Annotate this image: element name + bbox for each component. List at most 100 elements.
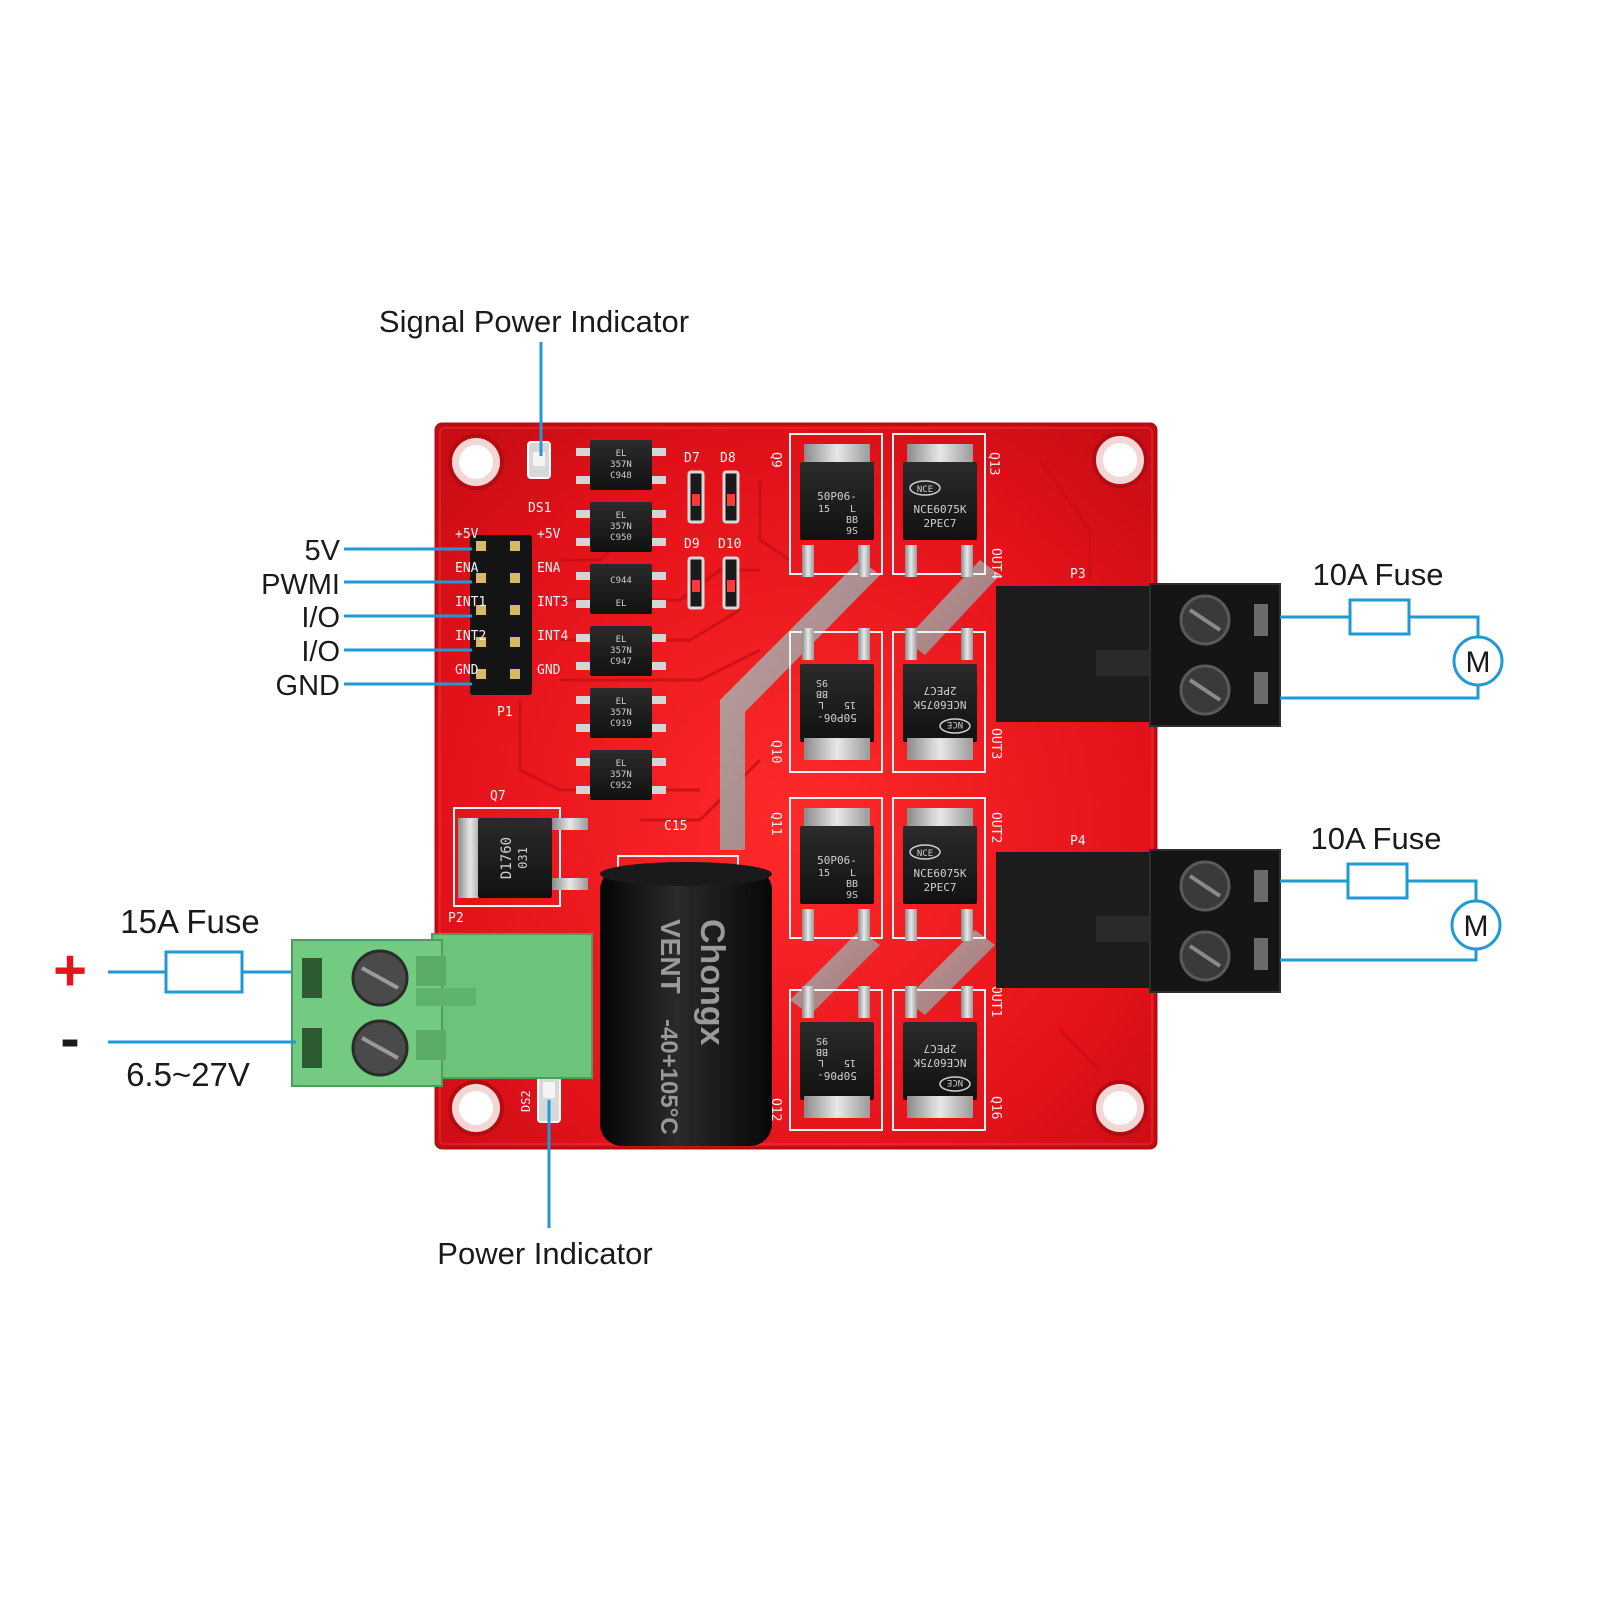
c15-label: C15 bbox=[664, 819, 687, 834]
mosfet-marking: 9S bbox=[816, 1035, 828, 1046]
q11-label: Q11 bbox=[768, 812, 783, 835]
mosfet-marking: 50P06- bbox=[817, 1069, 857, 1082]
out2-label: OUT2 bbox=[988, 812, 1003, 843]
mosfet-q10: 50P06- 15 L BB 9S Q10 bbox=[768, 628, 883, 773]
opto-line: C952 bbox=[610, 781, 632, 791]
ds1-label: DS1 bbox=[528, 501, 551, 516]
motor-wire bbox=[1409, 615, 1480, 637]
d7-label: D7 bbox=[684, 451, 700, 466]
q7-label: Q7 bbox=[490, 789, 506, 804]
fuse-10a-symbol-bottom bbox=[1346, 862, 1409, 900]
opto-line: C950 bbox=[610, 533, 632, 543]
opto-line: EL bbox=[616, 449, 627, 459]
motor-wire bbox=[1280, 948, 1478, 962]
fuse-15a-symbol bbox=[164, 950, 244, 994]
pin-label-5v: 5V bbox=[305, 535, 341, 567]
motor-label: M bbox=[1464, 910, 1489, 943]
opto-line: EL bbox=[616, 635, 627, 645]
voltage-range-label: 6.5~27V bbox=[126, 1056, 250, 1093]
mosfet-marking: L bbox=[850, 868, 856, 879]
p3-label: P3 bbox=[1070, 567, 1086, 582]
optocoupler: EL 357N C952 bbox=[576, 750, 666, 800]
regulator-q7: Q7 D1760 031 P2 bbox=[448, 789, 588, 926]
mosfet-marking: NCE6075K bbox=[914, 867, 967, 880]
mosfet-marking: 2PEC7 bbox=[923, 684, 956, 697]
mosfet-marking: 2PEC7 bbox=[923, 881, 956, 894]
mosfet-marking: NCE6075K bbox=[913, 1056, 966, 1069]
opto-line: EL bbox=[616, 511, 627, 521]
regulator-marking: D1760 bbox=[499, 837, 515, 879]
mounting-hole bbox=[448, 434, 504, 490]
out1-label: OUT1 bbox=[988, 986, 1003, 1017]
optocoupler-column: EL 357N C948 EL 357N C950 C944 EL EL 357… bbox=[576, 440, 666, 800]
p4-label: P4 bbox=[1070, 834, 1086, 849]
optocoupler: EL 357N C919 bbox=[576, 688, 666, 738]
fuse-15a-label: 15A Fuse bbox=[120, 903, 259, 940]
opto-line: C947 bbox=[610, 657, 632, 667]
p2-label: P2 bbox=[448, 911, 464, 926]
opto-line: 357N bbox=[610, 646, 632, 656]
out3-label: OUT3 bbox=[988, 728, 1003, 759]
header-right-label: GND bbox=[537, 663, 561, 678]
mosfet-lower-right: NCE NCE6075K 2PEC7 OUT2 bbox=[892, 797, 1003, 941]
pin-label-io1: I/O bbox=[301, 602, 340, 634]
motor-symbol-bottom: M bbox=[1450, 899, 1502, 951]
header-left-label: INT2 bbox=[455, 629, 486, 644]
header-right-label: INT3 bbox=[537, 595, 568, 610]
mosfet-q11: 50P06- 15 L BB 9S Q11 bbox=[768, 797, 883, 941]
pin-header: +5V ENA INT1 INT2 GND +5V ENA INT3 INT4 … bbox=[455, 527, 568, 720]
capacitor-brand: Chongx bbox=[693, 919, 731, 1046]
motor-wire bbox=[1280, 684, 1480, 700]
mounting-hole bbox=[448, 1080, 504, 1136]
plus-sign: + bbox=[53, 938, 87, 1003]
opto-line: 357N bbox=[610, 522, 632, 532]
mosfet-marking: BB bbox=[846, 515, 858, 526]
d10-label: D10 bbox=[718, 537, 741, 552]
mosfet-marking: NCE6075K bbox=[914, 503, 967, 516]
mosfet-marking: L bbox=[850, 504, 856, 515]
mosfet-brand: NCE bbox=[917, 485, 933, 495]
header-right-label: INT4 bbox=[537, 629, 568, 644]
fuse-10a-bottom-label: 10A Fuse bbox=[1311, 821, 1442, 856]
nce-logo bbox=[909, 480, 941, 496]
q13-label: Q13 bbox=[986, 452, 1001, 475]
d9-label: D9 bbox=[684, 537, 700, 552]
optocoupler: EL 357N C950 bbox=[576, 502, 666, 552]
mosfet-marking: 2PEC7 bbox=[923, 1042, 956, 1055]
motor-label: M bbox=[1466, 646, 1491, 679]
signal-power-indicator-label: Signal Power Indicator bbox=[379, 304, 689, 339]
opto-line: EL bbox=[616, 759, 627, 769]
mosfet-brand: NCE bbox=[947, 719, 963, 729]
opto-line: EL bbox=[616, 697, 627, 707]
mosfet-q9: 50P06- 15 L BB 9S Q9 bbox=[768, 433, 883, 577]
mosfet-marking: L bbox=[818, 699, 824, 710]
minus-sign: - bbox=[60, 1006, 79, 1071]
optocoupler: C944 EL bbox=[576, 564, 666, 614]
ds2-label: DS2 bbox=[519, 1090, 533, 1112]
header-right-label: +5V bbox=[537, 527, 561, 542]
out4-label: OUT4 bbox=[988, 548, 1003, 579]
opto-line: 357N bbox=[610, 708, 632, 718]
mosfet-marking: BB bbox=[846, 879, 858, 890]
p1-label: P1 bbox=[497, 705, 513, 720]
power-trace bbox=[905, 930, 995, 1015]
opto-line: 357N bbox=[610, 770, 632, 780]
capacitor-temp: -40+105°C bbox=[655, 1019, 682, 1135]
mosfet-marking: 15 bbox=[844, 1057, 856, 1068]
q16-label: Q16 bbox=[988, 1096, 1003, 1119]
power-trace bbox=[720, 560, 880, 850]
optocoupler: EL 357N C947 bbox=[576, 626, 666, 676]
mosfet-marking: 9S bbox=[816, 677, 828, 688]
mounting-hole bbox=[1092, 432, 1148, 488]
motor-symbol-top: M bbox=[1452, 635, 1504, 687]
power-led: DS2 bbox=[519, 1069, 561, 1123]
mosfet-marking: 2PEC7 bbox=[923, 517, 956, 530]
header-left-label: INT1 bbox=[455, 595, 486, 610]
mosfet-brand: NCE bbox=[917, 849, 933, 859]
mounting-hole bbox=[1092, 1080, 1148, 1136]
callout-lines bbox=[108, 342, 1480, 1228]
motor-terminal-p3: P3 bbox=[996, 567, 1281, 727]
mosfet-marking: BB bbox=[816, 688, 828, 699]
diode-group: D7 D8 D9 D10 bbox=[684, 451, 741, 610]
mosfet-marking: 50P06- bbox=[817, 490, 857, 503]
